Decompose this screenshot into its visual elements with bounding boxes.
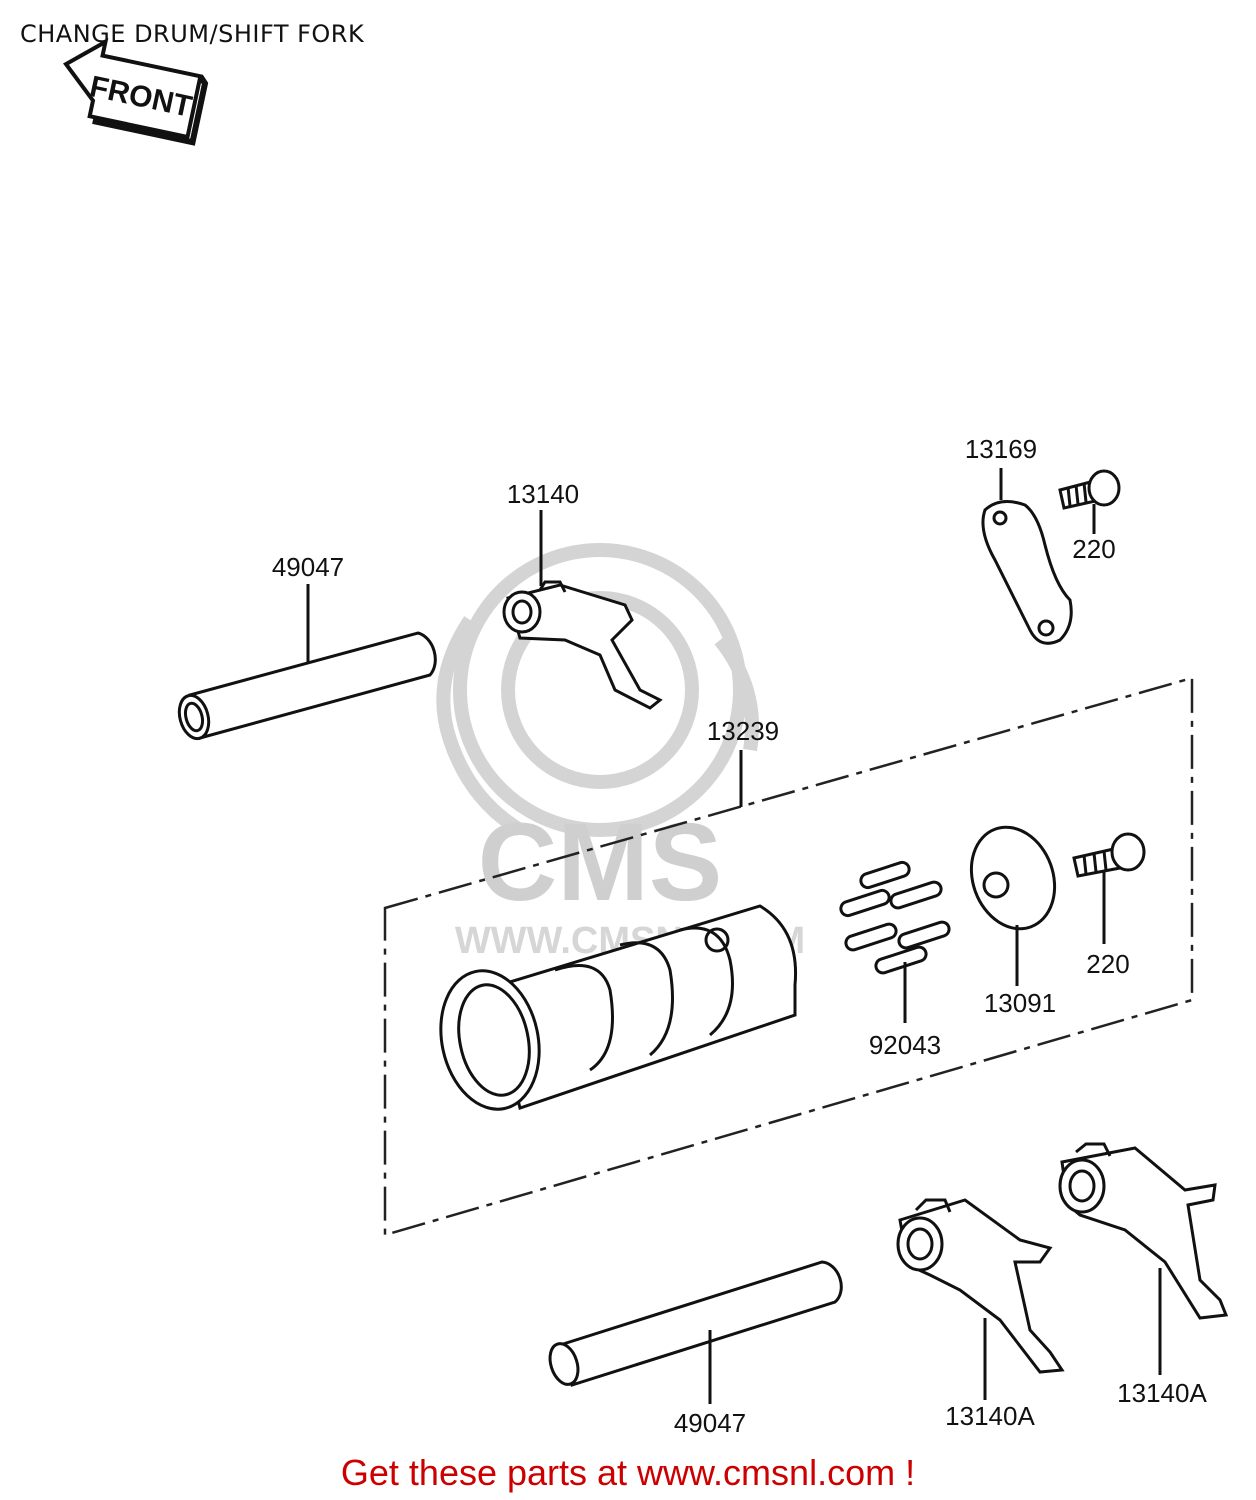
part-label-pins: 92043 bbox=[869, 1030, 941, 1060]
leader-lines bbox=[306, 468, 1162, 1404]
shift-shaft-bottom bbox=[548, 1260, 843, 1387]
footer-link-text[interactable]: Get these parts at www.cmsnl.com ! bbox=[340, 1452, 916, 1493]
part-label-shaft-top: 49047 bbox=[272, 552, 344, 582]
part-number-labels: 49047 13140 13169 220 13239 92043 13091 … bbox=[272, 434, 1208, 1438]
part-label-plate: 13169 bbox=[965, 434, 1037, 464]
change-drum bbox=[439, 904, 798, 1111]
part-label-bolt-middle: 220 bbox=[1086, 949, 1129, 979]
watermark-logo-text: CMS bbox=[478, 801, 722, 924]
part-label-shaft-bottom: 49047 bbox=[674, 1408, 746, 1438]
cam-plate bbox=[969, 825, 1057, 931]
part-label-bolt-top: 220 bbox=[1072, 534, 1115, 564]
front-direction-arrow: FRONT bbox=[63, 37, 209, 146]
drum-pins bbox=[839, 860, 951, 975]
bolt-top bbox=[1058, 469, 1121, 510]
shift-fork-top bbox=[502, 580, 663, 710]
shift-shaft-top bbox=[177, 631, 437, 741]
cms-watermark-logo bbox=[436, 543, 759, 837]
page-title: CHANGE DRUM/SHIFT FORK bbox=[20, 20, 365, 48]
shift-fork-a-left bbox=[896, 1198, 1065, 1374]
part-label-fork-a-right: 13140A bbox=[1117, 1378, 1207, 1408]
part-label-cam-plate: 13091 bbox=[984, 988, 1056, 1018]
detent-plate bbox=[981, 499, 1073, 645]
bolt-middle bbox=[1072, 832, 1146, 878]
part-label-drum-assembly: 13239 bbox=[707, 716, 779, 746]
part-label-fork-a-left: 13140A bbox=[945, 1401, 1035, 1431]
shift-fork-a-right bbox=[1058, 1142, 1229, 1320]
part-label-fork-top: 13140 bbox=[507, 479, 579, 509]
